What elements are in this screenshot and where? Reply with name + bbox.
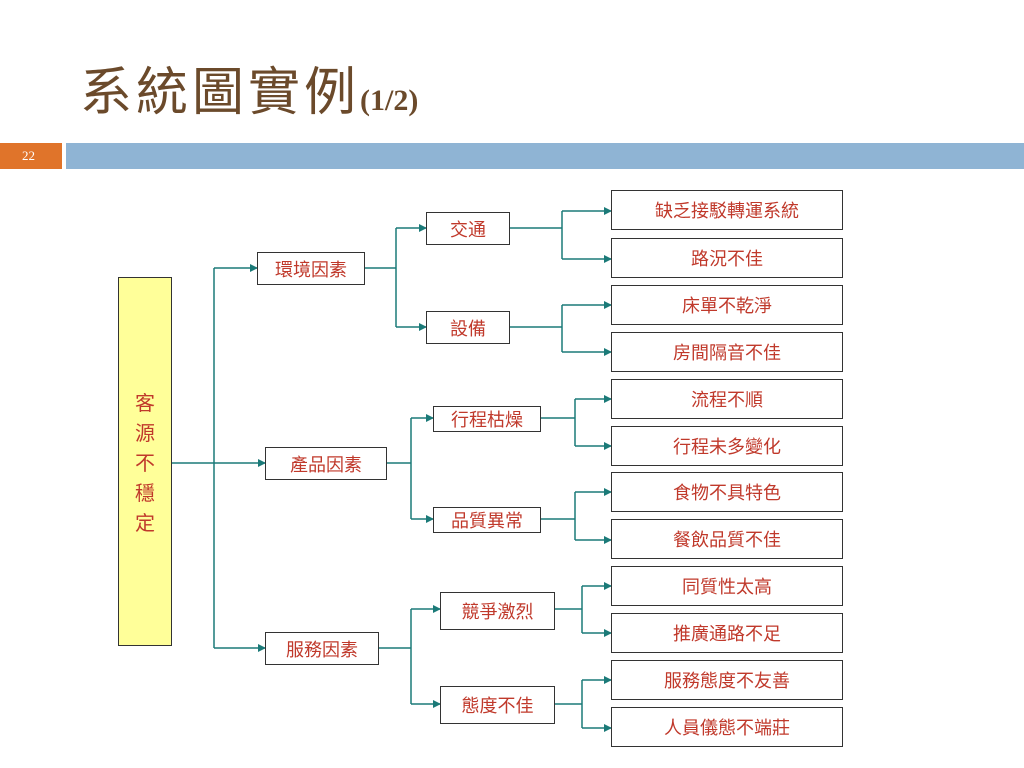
title-sub: (1/2) bbox=[360, 84, 419, 117]
page-number: 22 bbox=[22, 148, 35, 163]
node-fierce-competition: 競爭激烈 bbox=[440, 592, 555, 630]
leaf-itinerary-lacks-variety: 行程未多變化 bbox=[611, 426, 843, 466]
header-bar bbox=[66, 143, 1024, 169]
root-char: 定 bbox=[135, 511, 155, 535]
leaf-dirty-sheets: 床單不乾淨 bbox=[611, 285, 843, 325]
leaf-insufficient-promotion: 推廣通路不足 bbox=[611, 613, 843, 653]
root-char: 源 bbox=[135, 421, 155, 445]
page-number-box bbox=[0, 143, 62, 169]
leaf-food-not-distinctive: 食物不具特色 bbox=[611, 472, 843, 512]
node-equipment: 設備 bbox=[426, 311, 510, 344]
leaf-poor-dining-quality: 餐飲品質不佳 bbox=[611, 519, 843, 559]
leaf-process-not-smooth: 流程不順 bbox=[611, 379, 843, 419]
node-poor-attitude: 態度不佳 bbox=[440, 686, 555, 724]
root-char: 穩 bbox=[135, 481, 155, 505]
node-traffic: 交通 bbox=[426, 212, 510, 245]
node-product-factors: 產品因素 bbox=[265, 447, 387, 480]
root-node: 客 源 不 穩 定 bbox=[118, 277, 172, 646]
root-label: 客 源 不 穩 定 bbox=[119, 388, 171, 538]
title-main: 系統圖實例 bbox=[80, 63, 361, 123]
leaf-too-homogeneous: 同質性太高 bbox=[611, 566, 843, 606]
root-char: 客 bbox=[135, 391, 155, 415]
node-service-factors: 服務因素 bbox=[265, 632, 379, 665]
node-environment-factors: 環境因素 bbox=[257, 252, 365, 285]
page-title: 系統圖實例(1/2) bbox=[80, 50, 418, 125]
leaf-unfriendly-service: 服務態度不友善 bbox=[611, 660, 843, 700]
root-char: 不 bbox=[135, 451, 155, 475]
leaf-improper-staff-manner: 人員儀態不端莊 bbox=[611, 707, 843, 747]
leaf-no-shuttle-system: 缺乏接駁轉運系統 bbox=[611, 190, 843, 230]
leaf-bad-road-conditions: 路況不佳 bbox=[611, 238, 843, 278]
node-quality-abnormal: 品質異常 bbox=[433, 507, 541, 533]
leaf-poor-soundproofing: 房間隔音不佳 bbox=[611, 332, 843, 372]
node-boring-itinerary: 行程枯燥 bbox=[433, 406, 541, 432]
